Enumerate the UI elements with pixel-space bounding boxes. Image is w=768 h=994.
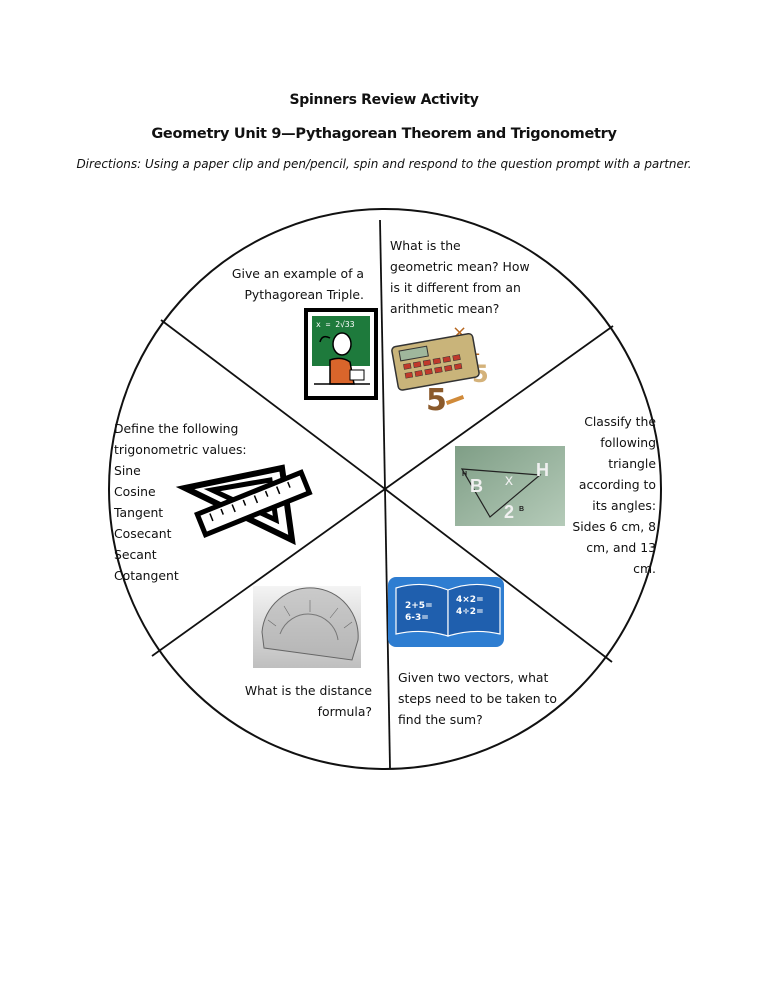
triangle-photo: H B x H 2 B <box>455 446 565 526</box>
triangle-label: B <box>470 476 483 496</box>
triangle-label: B <box>519 506 524 513</box>
ruler-set-square-icon <box>175 464 313 546</box>
book-line: 4÷2= <box>456 607 484 617</box>
spinner-circle <box>108 208 662 770</box>
section-1-prompt: Give an example of a Pythagorean Triple. <box>231 266 364 302</box>
triangle-label: H <box>536 460 549 480</box>
book-line: 2+5= <box>405 601 433 611</box>
svg-text:5: 5 <box>426 383 447 418</box>
section-5-prompt: What is the distance formula? <box>244 683 372 719</box>
section-dividers <box>151 219 614 769</box>
section-3-prompt: Classify the following triangle accordin… <box>572 414 656 576</box>
directions-text: Directions: Using a paper clip and pen/p… <box>76 157 692 171</box>
protractor-photo <box>253 586 361 668</box>
triangle-label: 2 <box>504 502 514 522</box>
teacher-chalkboard-icon: x = 2√33 <box>304 308 378 400</box>
calculator-icon: 5 5 × + <box>391 322 489 418</box>
triangle-label: x <box>505 472 513 489</box>
book-line: 4×2= <box>456 595 484 605</box>
page-subtitle: Geometry Unit 9—Pythagorean Theorem and … <box>151 126 617 142</box>
math-book-icon: 2+5= 6-3= 4×2= 4÷2= <box>388 577 504 647</box>
page-title: Spinners Review Activity <box>289 92 479 108</box>
chalkboard-equation: x = 2√33 <box>316 320 355 329</box>
book-right-page: 4×2= 4÷2= <box>456 595 487 617</box>
section-6-prompt: Define the following trigonometric value… <box>114 421 247 583</box>
triangle-label: H <box>462 471 467 478</box>
book-line: 6-3= <box>405 613 429 623</box>
book-left-page: 2+5= 6-3= <box>405 601 436 623</box>
section-4-prompt: Given two vectors, what steps need to be… <box>398 670 557 727</box>
section-2-prompt: What is the geometric mean? How is it di… <box>390 238 530 316</box>
